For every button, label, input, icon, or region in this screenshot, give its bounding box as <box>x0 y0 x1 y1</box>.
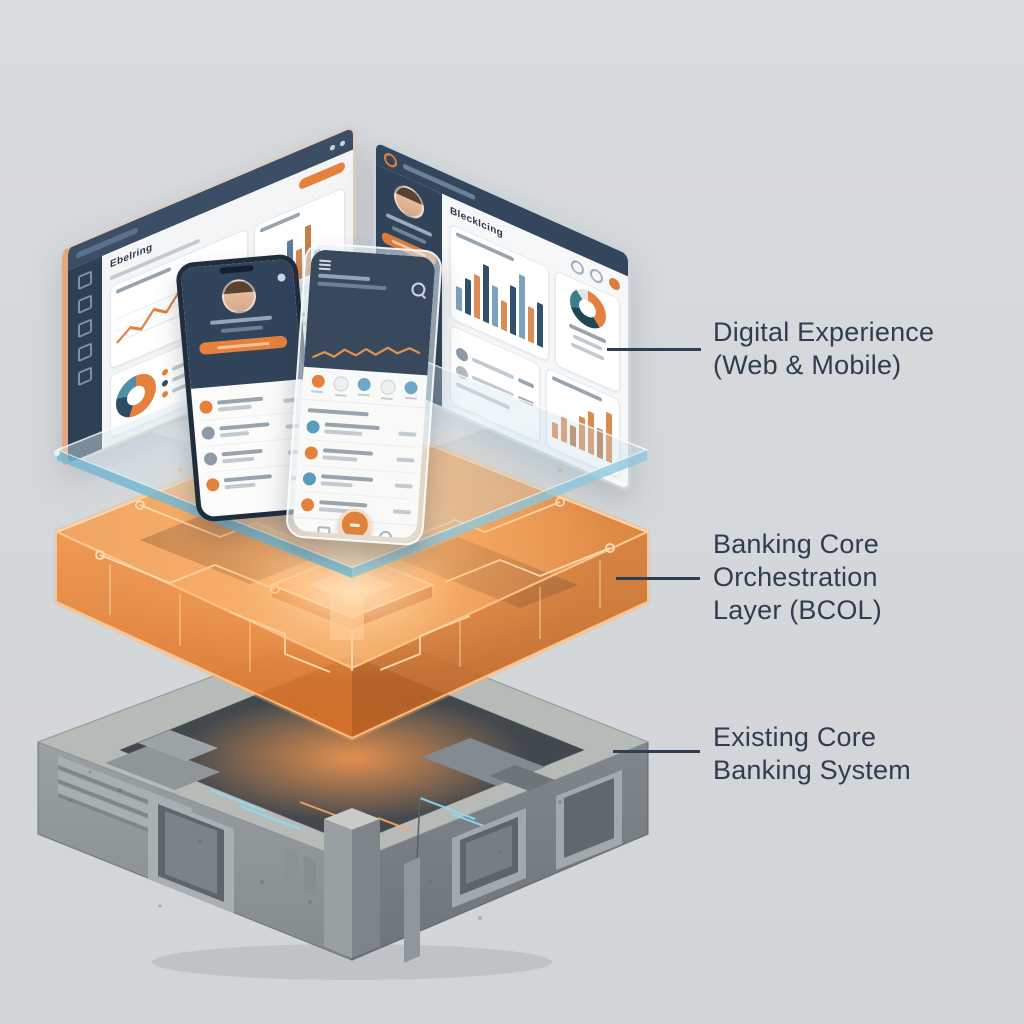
vent <box>304 856 316 895</box>
nav-icon <box>78 270 92 291</box>
nav-icon <box>78 294 92 315</box>
callout-line-existing-core <box>613 750 700 753</box>
search-icon <box>410 282 426 298</box>
callout-existing-core: Existing Core Banking System <box>713 721 911 787</box>
toolbar-icon <box>590 266 603 286</box>
nav-icon <box>78 318 92 339</box>
hamburger-icon <box>318 259 332 271</box>
window-button <box>330 143 335 151</box>
corner-pillar <box>324 808 380 958</box>
wall-pillar <box>404 857 420 963</box>
vent <box>284 846 298 888</box>
avatar <box>394 180 424 224</box>
blue-circuit-traces <box>209 788 498 833</box>
callout-text-line: Banking System <box>713 755 911 785</box>
callout-digital-experience: Digital Experience (Web & Mobile) <box>713 316 934 382</box>
quick-action-icon <box>311 374 325 389</box>
callout-text-line: Existing Core <box>713 722 877 752</box>
mobile-app-phone-2 <box>284 241 444 547</box>
quick-action-icon <box>333 376 350 393</box>
concrete-vault <box>36 623 650 963</box>
bar-chart <box>551 384 614 465</box>
wall-crack <box>416 794 421 931</box>
vault-door-right-1 <box>452 808 526 908</box>
callout-text-line: Orchestration <box>713 562 878 592</box>
quick-action-icon <box>404 381 419 396</box>
sparkline-chart <box>311 346 421 359</box>
list-item-icon <box>300 498 315 513</box>
bar-chart <box>456 240 543 348</box>
nav-icon <box>78 342 92 363</box>
profile-header <box>180 258 303 389</box>
subtitle-line <box>220 325 264 334</box>
callout-text-line: Layer (BCOL) <box>713 595 882 625</box>
list-item-icon <box>304 446 319 461</box>
concrete-speckles <box>68 770 612 920</box>
vault-door-right-2 <box>556 770 622 870</box>
list-item-icon <box>306 420 320 435</box>
orange-circuit-traces <box>299 801 411 831</box>
window-button <box>340 139 345 147</box>
list-item-icon <box>203 451 218 466</box>
wall-grooves <box>58 756 192 849</box>
name-line <box>210 315 272 325</box>
callout-line-digital-experience <box>607 348 701 351</box>
callout-text-line: Digital Experience <box>713 317 935 347</box>
notification-icon <box>277 273 286 282</box>
toolbar-icon <box>609 276 620 292</box>
donut-chart <box>116 367 156 425</box>
nav-icon <box>78 366 92 387</box>
ground-shadow <box>152 944 552 980</box>
list-item-icon <box>302 472 317 487</box>
list-item-icon <box>201 426 216 441</box>
toolbar-icon <box>571 258 584 277</box>
sidebar-nav <box>68 256 102 464</box>
list-item-icon <box>205 477 220 492</box>
slab-side-traces <box>109 560 601 672</box>
callout-text-line: (Web & Mobile) <box>713 350 902 380</box>
list-item-icon <box>198 400 214 415</box>
nav-icon <box>378 530 393 539</box>
center-chip <box>269 551 435 629</box>
callout-line-bcol <box>616 577 700 580</box>
vault-door-left <box>148 795 234 913</box>
nav-icon <box>316 525 331 539</box>
avatar <box>220 277 258 315</box>
logo-icon <box>384 150 397 170</box>
primary-action-button <box>199 335 288 355</box>
callout-bcol: Banking Core Orchestration Layer (BCOL) <box>713 528 882 627</box>
callout-text-line: Banking Core <box>713 529 879 559</box>
quick-action-icon <box>357 377 372 392</box>
quick-action-icon <box>379 379 396 396</box>
transaction-list <box>293 400 425 525</box>
app-header <box>303 249 436 376</box>
